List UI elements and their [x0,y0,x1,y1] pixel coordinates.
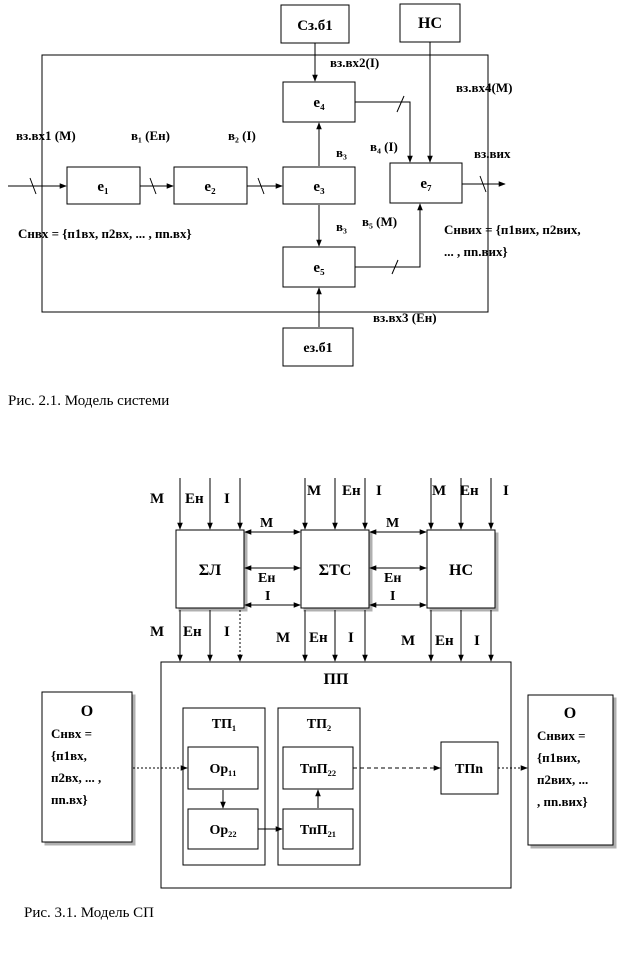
in-label-i-3: І [503,483,509,499]
in-label-i-2: І [376,483,382,499]
link-label-en-2: Ен [384,571,401,586]
in-label-m-1: М [150,491,164,507]
output-object-title: О [564,705,576,722]
block-e4 [282,81,356,123]
block-e3 [282,166,356,205]
link-label-i-2: І [390,589,395,604]
figure-system-model: Сз.б1 НС ез.б1 е₁ е₂ е₃ е₄ е₅ е₇ [8,3,581,409]
label-v-out: вз.вих [474,146,511,161]
out-label-m-1: М [150,624,164,640]
block-tpp21-label: ТпП₂₁ [300,823,336,838]
block-e2 [173,166,248,205]
block-op22-label: Ор₂₂ [209,823,236,838]
block-stc [300,529,370,609]
in-label-en-1: Ен [185,491,204,507]
link-label-m-1: М [260,516,273,531]
block-e7 [389,162,463,204]
block-e3-label: е₃ [313,179,325,195]
block-tp2 [277,707,361,866]
block-op11-label: Ор₁₁ [209,762,236,777]
arrow-e5-e7 [355,203,423,268]
tick-e1-e2 [149,177,157,195]
input-object-line1: Снвх = [51,726,92,741]
block-tpp22-label: ТпП₂₂ [300,762,336,777]
label-v1: в₁ (Ен) [131,128,170,143]
link-label-m-2: М [386,516,399,531]
block-hc-ext-label: НС [418,15,442,32]
block-e7-label: е₇ [420,176,432,192]
block-pp [160,661,512,889]
tick-e4-e7 [396,95,405,113]
in-label-m-3: М [432,483,446,499]
block-e2-label: е₂ [204,179,216,195]
block-c-ext-label: Сз.б1 [297,18,333,34]
output-object-line4: , пn.вих} [537,794,588,809]
output-object-line2: {п1вих, [537,750,580,765]
block-sl [175,529,245,609]
in-label-m-2: М [307,483,321,499]
label-v-in1: вз.вх1 (М) [16,128,76,143]
label-v-in2: вз.вх2(І) [330,55,379,70]
in-label-en-2: Ен [342,483,361,499]
caption-fig-2-1: Рис. 2.1. Модель системи [8,393,169,409]
out-label-i-3: І [474,633,480,649]
block-e5-label: е₅ [313,260,325,276]
label-v3-up: в₃ [336,145,347,160]
label-v3-down: в₃ [336,219,347,234]
tick-e5-e7 [391,259,399,275]
out-label-en-3: Ен [435,633,454,649]
label-sn-out-1: Снвих = {п1вих, п2вих, [444,222,581,237]
block-tp1 [182,707,266,866]
label-v-in4: вз.вх4(М) [456,80,512,95]
block-e1-label: е₁ [97,179,108,195]
out-label-m-2: М [276,630,290,646]
tick-in [29,177,37,195]
block-tp1-label: ТП₁ [212,717,236,732]
block-e-ext [282,327,354,367]
block-hc-label: НС [449,562,473,579]
block-hc [426,529,496,609]
label-v2: в₂ (І) [228,128,256,143]
caption-fig-3-1: Рис. 3.1. Модель СП [24,905,154,921]
block-tpn-label: ТПn [455,762,483,777]
block-e5 [282,246,356,288]
block-stc-label: ΣТС [319,562,352,579]
block-hc-ext [399,3,461,43]
label-v5: в₅ (М) [362,214,397,229]
block-e1 [66,166,141,205]
label-sn-out-2: ... , пn.вих} [444,244,508,259]
output-object-box [527,694,614,846]
block-tp2-label: ТП₂ [307,717,331,732]
label-sn-in: Снвх = {п1вх, п2вх, ... , пn.вх} [18,226,192,241]
output-object-line1: Снвих = [537,728,586,743]
label-v-in3: вз.вх3 (Ен) [373,310,437,325]
block-e4-label: е₄ [313,95,325,111]
out-label-en-2: Ен [309,630,328,646]
input-object-line2: {п1вх, [51,748,87,763]
tick-e2-e3 [257,177,265,195]
out-label-m-3: М [401,633,415,649]
figure-sp-model: ΣЛ ΣТС НС М Ен І М Ен І М Ен І М Ен І [24,478,614,921]
block-tpp21 [282,808,354,850]
tick-out [479,175,487,193]
block-pp-label: ПП [324,671,349,688]
link-label-i-1: І [265,589,270,604]
output-object-line3: п2вих, ... [537,772,588,787]
input-object-title: О [81,703,93,720]
arrow-e4-e7 [355,101,413,163]
in-label-i-1: І [224,491,230,507]
input-object-box [41,691,133,843]
link-label-en-1: Ен [258,571,275,586]
out-label-i-1: І [224,624,230,640]
block-op11 [187,746,259,790]
out-label-i-2: І [348,630,354,646]
in-label-en-3: Ен [460,483,479,499]
label-v4: в₄ (І) [370,139,398,154]
block-e-ext-label: ез.б1 [303,341,332,356]
out-label-en-1: Ен [183,624,202,640]
block-sl-label: ΣЛ [199,562,221,579]
input-object-line4: пn.вх} [51,792,88,807]
input-object-line3: п2вх, ... , [51,770,101,785]
